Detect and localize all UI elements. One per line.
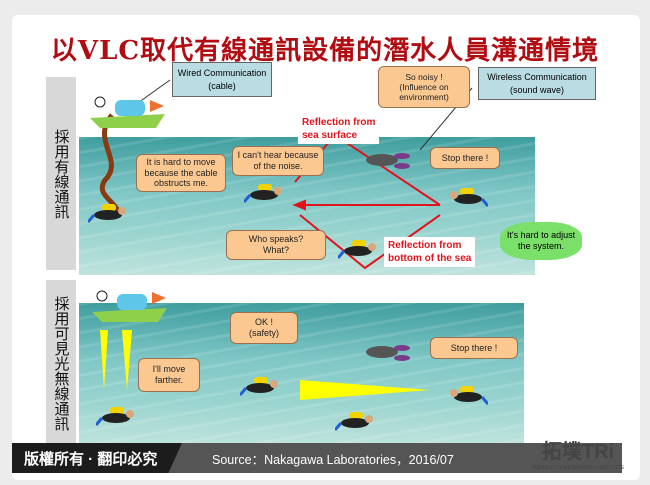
- diver-icon: [336, 238, 378, 269]
- section-label-wired: 採用有線通訊: [46, 77, 76, 270]
- sea-scene-vlc: [79, 303, 524, 445]
- text: It's hard to adjust: [506, 230, 576, 241]
- speech-bubble-ok: OK !(safety): [230, 312, 298, 344]
- text: farther.: [154, 375, 183, 385]
- light-beam: [122, 330, 132, 390]
- text: the system.: [517, 241, 564, 251]
- text: of the noise.: [253, 161, 303, 171]
- diver-icon: [333, 410, 375, 441]
- text: I'll move: [152, 364, 186, 375]
- tri-logo: 拓墣TRi TOPOLOGY RESEARCH INSTITUTE: [530, 440, 626, 476]
- wired-communication-label: Wired Communication(cable): [172, 62, 272, 97]
- diver-icon: [448, 384, 490, 415]
- text: I can't hear because: [237, 150, 319, 161]
- text: bottom of the sea: [388, 253, 472, 264]
- logo-name: 拓墣TRi: [541, 441, 615, 463]
- label-line: Wired Communication: [177, 68, 267, 79]
- page-title: 以VLC取代有線通訊設備的潛水人員溝通情境: [50, 36, 600, 66]
- copyright-notice: 版權所有 · 翻印必究: [12, 443, 182, 473]
- diver-icon: [238, 375, 280, 406]
- logo-subtitle: TOPOLOGY RESEARCH INSTITUTE: [531, 465, 625, 471]
- diver-icon: [86, 202, 128, 233]
- text: Reflection from: [388, 240, 462, 251]
- text: Reflection from: [302, 117, 376, 128]
- boat-icon: [92, 282, 172, 332]
- dolphin-icon: [362, 340, 412, 375]
- diver-icon: [94, 405, 136, 436]
- reflection-surface-label: Reflection from sea surface: [298, 114, 380, 144]
- text: obstructs me.: [153, 178, 209, 189]
- speech-bubble-stop: Stop there !: [430, 147, 500, 169]
- text: It is hard to move: [146, 156, 216, 167]
- speech-bubble-stop: Stop there !: [430, 337, 518, 359]
- wireless-communication-label: Wireless Communication(sound wave): [478, 67, 596, 100]
- text: What?: [262, 245, 289, 255]
- text: Who speaks?: [248, 234, 304, 245]
- text: because the cable: [144, 167, 218, 178]
- light-beam: [300, 380, 430, 400]
- text: (Influence on: [399, 81, 449, 92]
- dolphin-icon: [362, 148, 412, 183]
- section-label-vlc: 採用可見光無線通訊: [46, 280, 76, 447]
- label-line: (sound wave): [509, 84, 565, 95]
- text: (safety): [248, 328, 279, 338]
- cable: [99, 113, 123, 217]
- boat-icon: [90, 88, 170, 138]
- speech-bubble-who-speaks: Who speaks?What?: [226, 230, 326, 260]
- source-citation: Source：Nakagawa Laboratories，2016/07: [212, 452, 454, 467]
- label-line: (cable): [208, 80, 236, 91]
- diver-icon: [242, 182, 284, 213]
- text: So noisy !: [405, 71, 443, 82]
- diver-icon: [448, 186, 490, 217]
- light-beam: [100, 330, 108, 390]
- text: OK !: [254, 317, 273, 328]
- text: environment): [399, 92, 449, 103]
- reflection-bottom-label: Reflection from bottom of the sea: [384, 237, 476, 267]
- label-line: Wireless Communication: [487, 72, 587, 83]
- text: sea surface: [302, 130, 358, 141]
